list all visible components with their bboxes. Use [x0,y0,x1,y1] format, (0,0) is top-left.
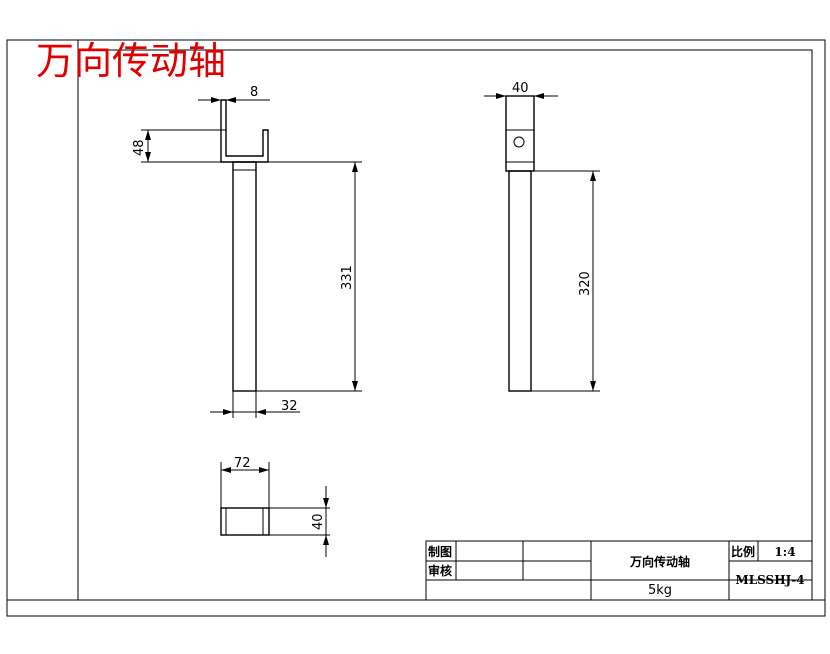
dim-40-front-label: 40 [512,81,529,96]
front-yoke [505,95,535,172]
tb-weight: 5kg [648,583,672,598]
tb-drawn-label: 制图 [428,544,452,559]
side-shaft [232,161,257,392]
dim-320-arrow-bottom [590,381,596,391]
side-view: 8 48 331 32 [132,85,362,418]
dim-72-arrow-right [259,467,269,473]
dim-40-bottom-label: 40 [311,513,326,530]
front-shaft [508,170,532,392]
dim-40-front-arrow-left [496,93,506,99]
dim-48-label: 48 [132,139,147,156]
title-block: 制图 审核 万向传动轴 5kg 比例 1:4 MLSSHJ-4 [425,540,813,601]
outer-border [6,39,826,617]
dim-8-arrow-left [211,97,221,103]
dim-40-bottom-arrow-top [323,498,329,508]
dim-32-arrow-right [256,409,266,415]
dim-320-arrow-top [590,171,596,181]
dim-8-label: 8 [250,85,258,100]
bottom-block [220,507,270,536]
tb-part-name: 万向传动轴 [629,554,690,569]
dim-40-bottom-arrow-bottom [323,535,329,545]
dim-40-front-arrow-right [534,93,544,99]
front-view: 40 320 [484,81,600,392]
dim-48-arrow-top [145,130,151,140]
dim-32-label: 32 [281,399,298,414]
dim-32-arrow-left [223,409,233,415]
bottom-view: 72 40 [220,456,330,557]
tb-drawing-number: MLSSHJ-4 [735,573,804,587]
tb-scale-label: 比例 [731,544,755,559]
title-block-frame [425,540,813,601]
dim-331-label: 331 [340,265,355,290]
dim-48-arrow-bottom [145,152,151,162]
dim-8-arrow-right [226,97,236,103]
front-pin-hole [513,136,525,148]
inner-frame [77,49,813,601]
side-fork-outline [220,99,269,163]
dim-72-arrow-left [221,467,231,473]
tb-checked-label: 审核 [428,563,452,578]
dim-331-arrow-bottom [352,381,358,391]
dim-331-arrow-top [352,162,358,172]
dim-72-label: 72 [234,456,251,471]
drawing-title: 万向传动轴 [36,39,226,83]
tb-scale-value: 1:4 [774,545,795,559]
dim-320-label: 320 [578,271,593,296]
